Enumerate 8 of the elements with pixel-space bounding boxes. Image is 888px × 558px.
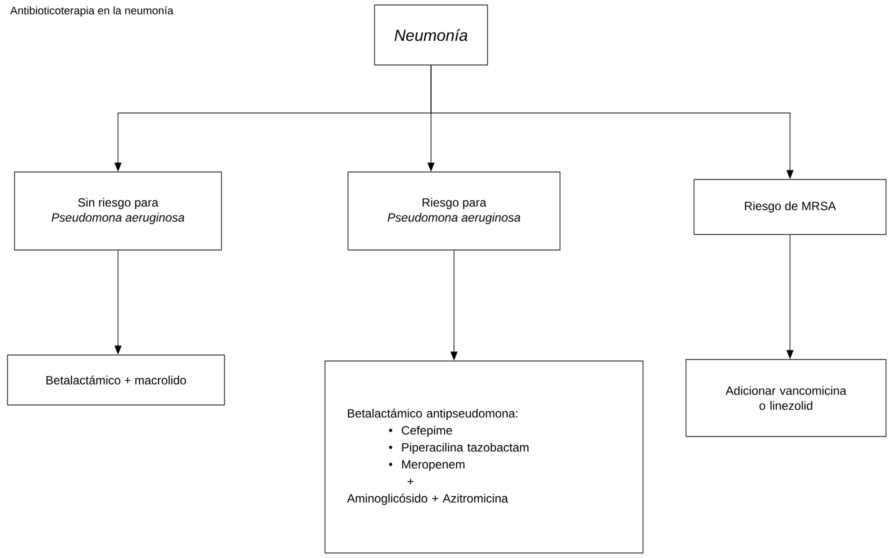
treatment-box: Betalactámico antipseudomona: Cefepime Piperacilina tazobactam Meropenem + Aminoglicósido + Azitromicina	[324, 360, 644, 554]
diagnosis-box: Neumonía	[374, 4, 488, 66]
risk-box: Riesgo de MRSA	[694, 179, 886, 235]
title: Antibioticoterapia en la neumonía	[10, 6, 174, 17]
risk-box: Sin riesgo para Pseudomona aeruginosa	[14, 172, 222, 250]
treatment-box: Betalactámico + macrolido	[7, 354, 225, 406]
treatment-box: Adicionar vancomicina o linezolid	[686, 359, 886, 437]
risk-box: Riesgo para Pseudomona aeruginosa	[348, 172, 560, 250]
